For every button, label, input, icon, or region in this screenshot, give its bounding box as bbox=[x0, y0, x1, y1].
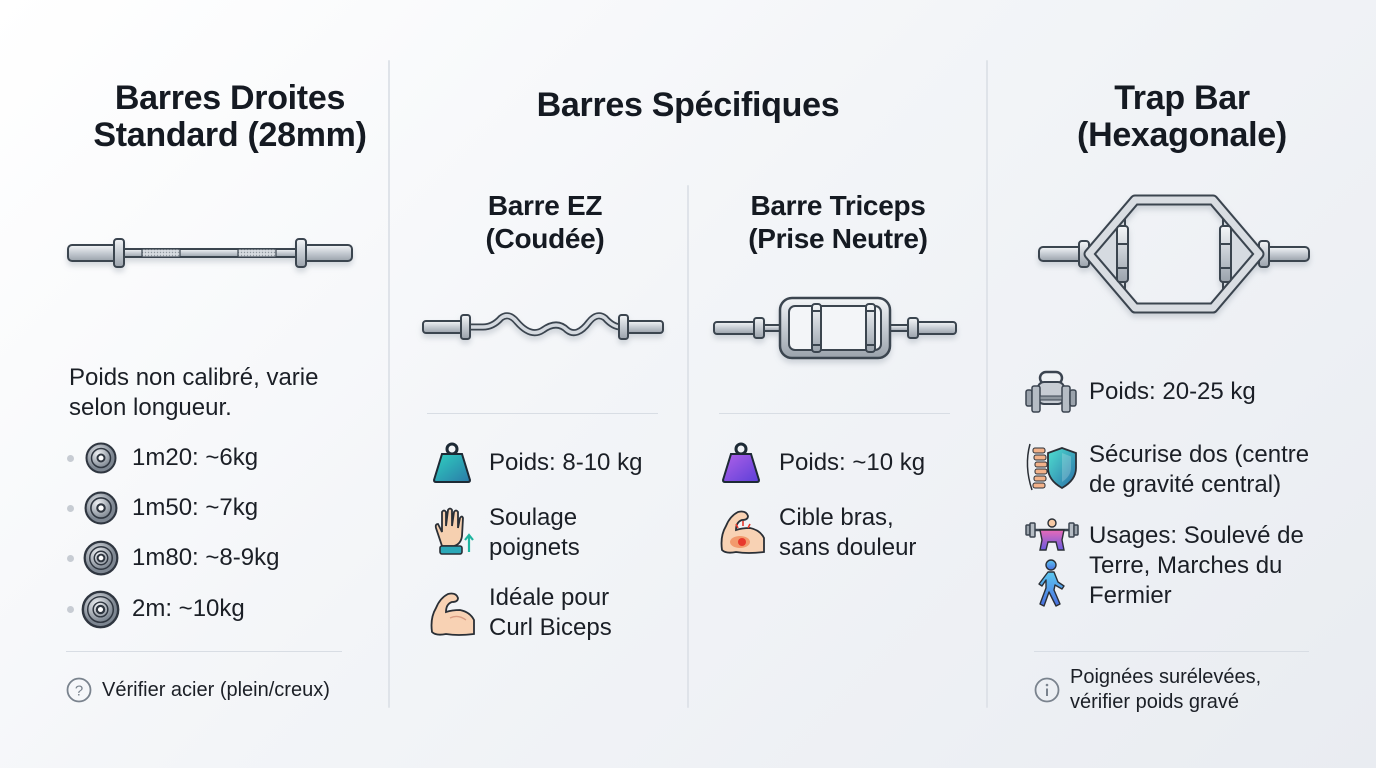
title-line: (Hexagonale) bbox=[1077, 116, 1287, 154]
title-line: Barre EZ bbox=[487, 190, 603, 221]
feature-line: Terre, Marches du bbox=[1089, 552, 1283, 579]
column-divider-middle bbox=[687, 185, 689, 708]
note-line: vérifier poids gravé bbox=[1070, 691, 1239, 713]
info-circle-icon bbox=[1034, 677, 1060, 703]
title-line: (Prise Neutre) bbox=[748, 223, 928, 254]
title-line: Barres Droites bbox=[114, 79, 346, 117]
straight-bars-description: Poids non calibré, varie selon longueur. bbox=[69, 363, 318, 423]
feature-label: Sécurise dos (centre de gravité central) bbox=[1089, 440, 1309, 500]
arm-pain-icon bbox=[718, 506, 766, 556]
title-line: Barre Triceps bbox=[750, 190, 926, 221]
feature-line: Idéale pour bbox=[489, 584, 610, 611]
weight-plate-icon bbox=[81, 590, 120, 629]
bullet-dot bbox=[67, 505, 74, 512]
section-separator bbox=[66, 651, 342, 652]
feature-label: Poids: ~10 kg bbox=[779, 449, 926, 476]
biceps-icon bbox=[428, 588, 476, 638]
feature-line: Soulage bbox=[489, 504, 578, 531]
trap-bar-illustration bbox=[1037, 194, 1311, 316]
trap-bar-note: Poignées surélevées, vérifier poids grav… bbox=[1070, 665, 1261, 715]
feature-label: Idéale pour Curl Biceps bbox=[489, 583, 612, 643]
feature-label: Poids: 20-25 kg bbox=[1089, 378, 1256, 405]
feature-line: Usages: Soulevé de bbox=[1089, 522, 1304, 549]
feature-line: poignets bbox=[489, 534, 580, 561]
bullet-dot bbox=[67, 455, 74, 462]
weight-plate-icon bbox=[85, 442, 117, 474]
weight-label: 2m: ~10kg bbox=[132, 595, 245, 622]
specific-bars-title: Barres Spécifiques bbox=[536, 86, 840, 124]
section-separator bbox=[427, 413, 658, 414]
feature-line: Cible bras, bbox=[779, 504, 894, 531]
wrist-relief-icon bbox=[428, 506, 476, 560]
feature-line: sans douleur bbox=[779, 534, 917, 561]
column-divider-left bbox=[388, 60, 390, 708]
weight-plate-icon bbox=[83, 540, 119, 576]
feature-line: de gravité central) bbox=[1089, 471, 1282, 498]
bullet-dot bbox=[67, 555, 74, 562]
title-line: (Coudée) bbox=[485, 223, 605, 254]
ez-bar-title: Barre EZ (Coudée) bbox=[400, 189, 690, 255]
steel-check-note: Vérifier acier (plein/creux) bbox=[102, 679, 330, 701]
spine-shield-icon bbox=[1024, 440, 1080, 496]
triceps-bar-title: Barre Triceps (Prise Neutre) bbox=[688, 189, 988, 255]
question-circle-icon: ? bbox=[66, 677, 92, 703]
feature-label: Soulage poignets bbox=[489, 503, 580, 563]
column-divider-right bbox=[986, 60, 988, 708]
feature-line: Sécurise dos (centre bbox=[1089, 441, 1310, 468]
feature-label: Poids: 8-10 kg bbox=[489, 449, 643, 476]
description-line: selon longueur. bbox=[69, 394, 232, 421]
weight-label: 1m80: ~8-9kg bbox=[132, 544, 280, 571]
trap-bar-title: Trap Bar (Hexagonale) bbox=[988, 80, 1376, 154]
triceps-bar-illustration bbox=[712, 294, 958, 360]
straight-bars-title: Barres Droites Standard (28mm) bbox=[20, 80, 440, 154]
bullet-dot bbox=[67, 606, 74, 613]
title-line: Standard (28mm) bbox=[93, 116, 367, 154]
description-line: Poids non calibré, varie bbox=[69, 364, 319, 391]
kettlebell-dumbbell-icon bbox=[1024, 368, 1078, 416]
feature-label: Cible bras, sans douleur bbox=[779, 503, 916, 563]
section-separator bbox=[719, 413, 950, 414]
ez-bar-illustration bbox=[421, 308, 665, 348]
deadlift-walk-icon bbox=[1024, 518, 1080, 610]
section-separator bbox=[1034, 651, 1309, 652]
svg-text:?: ? bbox=[75, 683, 83, 700]
weight-plate-icon bbox=[84, 491, 118, 525]
feature-label: Usages: Soulevé de Terre, Marches du Fer… bbox=[1089, 521, 1304, 611]
weight-label: 1m50: ~7kg bbox=[132, 494, 259, 521]
weight-label: 1m20: ~6kg bbox=[132, 444, 259, 471]
weight-icon bbox=[430, 440, 474, 484]
straight-bar-illustration bbox=[66, 236, 356, 272]
feature-line: Curl Biceps bbox=[489, 614, 612, 641]
weight-icon bbox=[719, 440, 763, 484]
feature-line: Fermier bbox=[1089, 582, 1172, 609]
note-line: Poignées surélevées, bbox=[1070, 666, 1262, 688]
title-line: Trap Bar bbox=[1114, 79, 1250, 117]
